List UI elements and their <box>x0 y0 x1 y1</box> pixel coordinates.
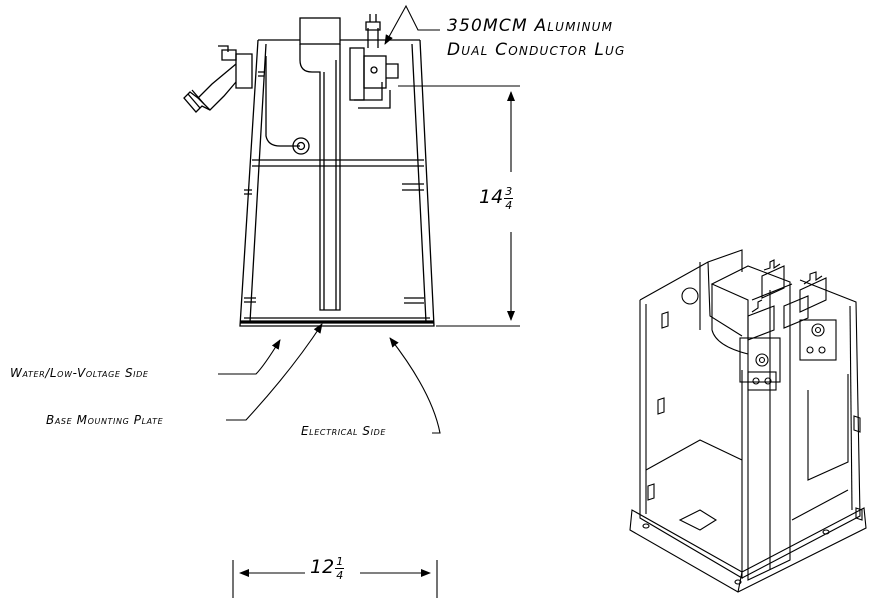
center-support-top <box>299 17 341 45</box>
height-whole: 14 <box>479 186 504 208</box>
lug-label-line1: 350MCM Aluminum <box>447 16 614 36</box>
water-side-label: Water/Low-Voltage Side <box>10 366 149 380</box>
isometric-view <box>629 249 867 593</box>
electrical-side-label: Electrical Side <box>301 424 387 438</box>
lug-block <box>349 47 365 101</box>
iso-hole <box>681 287 699 305</box>
mounting-hole <box>292 137 310 155</box>
iso-lugs <box>739 259 837 391</box>
width-whole: 12 <box>310 556 335 578</box>
width-den: 4 <box>336 569 344 582</box>
width-dimension <box>232 560 438 598</box>
water-fitting <box>183 45 253 113</box>
height-dimension <box>398 85 520 327</box>
leader-lines <box>218 4 441 434</box>
housing-outline <box>239 39 435 327</box>
width-num: 1 <box>336 555 344 568</box>
lug-label-line2: Dual Conductor Lug <box>447 40 626 60</box>
front-elevation-view <box>183 14 435 327</box>
height-num: 3 <box>505 185 513 198</box>
height-den: 4 <box>505 199 513 212</box>
base-plate-label: Base Mounting Plate <box>46 413 164 427</box>
